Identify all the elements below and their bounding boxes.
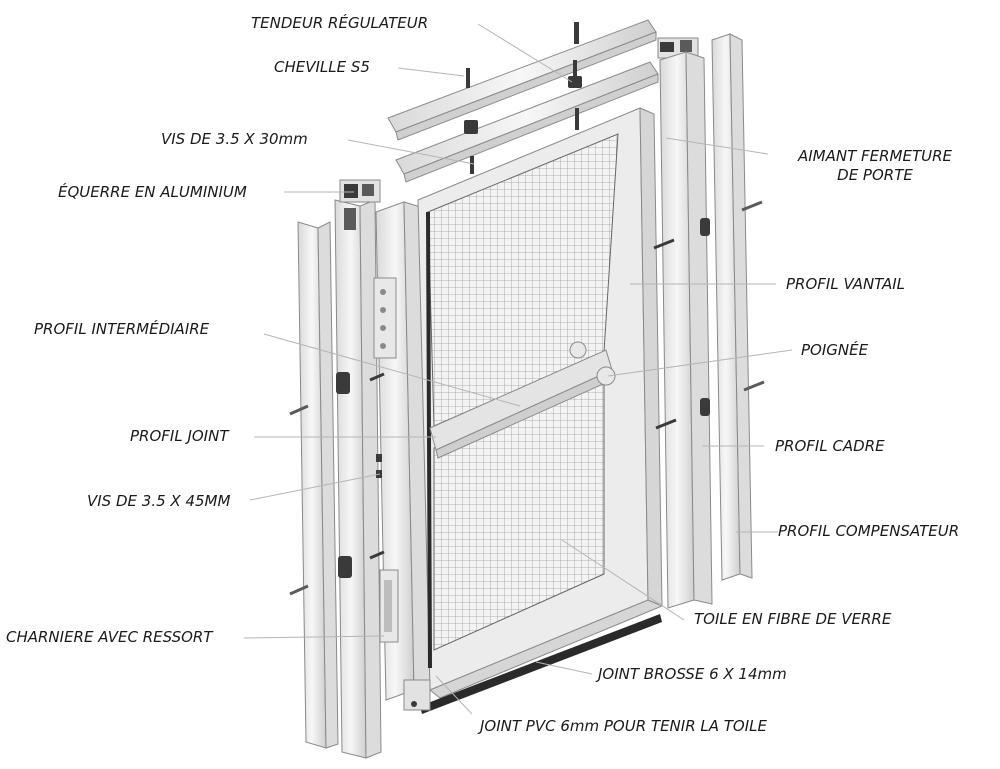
label-profil-intermediaire: PROFIL INTERMÉDIAIRE — [34, 320, 210, 338]
label-equerre-aluminium: ÉQUERRE EN ALUMINIUM — [58, 183, 247, 201]
intermediate-profile — [429, 349, 613, 459]
label-profil-vantail: PROFIL VANTAIL — [786, 275, 906, 293]
label-poignee: POIGNÉE — [801, 341, 869, 359]
pvc-joint-left — [426, 211, 432, 669]
label-toile-fibre-verre: TOILE EN FIBRE DE VERRE — [694, 610, 892, 628]
label-joint-pvc: JOINT PVC 6mm POUR TENIR LA TOILE — [480, 717, 767, 735]
hinge-upper — [373, 277, 397, 359]
left-profile-compensateur — [297, 221, 339, 749]
label-aimant-fermeture: AIMANT FERMETURE DE PORTE — [770, 147, 980, 185]
label-profil-compensateur: PROFIL COMPENSATEUR — [778, 522, 960, 540]
tendeur-regulateur-top — [464, 22, 582, 174]
right-profile-compensateur — [711, 33, 753, 581]
hinge-lower-spring — [379, 569, 399, 643]
top-profile-2 — [395, 61, 659, 183]
label-joint-brosse: JOINT BROSSE 6 X 14mm — [598, 665, 787, 683]
label-charniere-ressort: CHARNIERE AVEC RESSORT — [6, 628, 213, 646]
top-profile-1 — [387, 19, 657, 141]
right-profile-cadre — [659, 51, 713, 609]
label-aimant-line1: AIMANT FERMETURE — [797, 147, 953, 165]
label-aimant-line2: DE PORTE — [837, 166, 913, 184]
brush-joint — [420, 614, 662, 714]
left-hardware — [289, 372, 385, 596]
label-profil-cadre: PROFIL CADRE — [775, 437, 885, 455]
label-tendeur-regulateur: TENDEUR RÉGULATEUR — [251, 14, 429, 32]
label-cheville-s5: CHEVILLE S5 — [274, 58, 370, 76]
bottom-corner-bracket — [403, 679, 431, 711]
label-profil-joint: PROFIL JOINT — [130, 427, 229, 445]
leader-lines — [243, 23, 793, 715]
label-vis-30mm: VIS DE 3.5 X 30mm — [161, 130, 308, 148]
right-hardware — [653, 200, 765, 430]
label-vis-45mm: VIS DE 3.5 X 45MM — [87, 492, 231, 510]
handle — [569, 341, 616, 386]
corner-bracket-top-left — [339, 179, 381, 230]
